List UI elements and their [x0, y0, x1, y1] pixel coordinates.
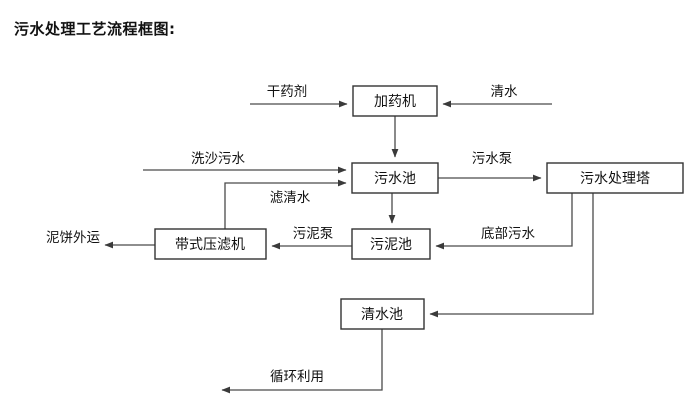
- edge-label-dry-agent: 干药剂: [267, 84, 308, 100]
- edge-label-bottom-sewage: 底部污水: [481, 226, 535, 242]
- node-dosing-machine[interactable]: 加药机: [352, 85, 438, 117]
- edge-clear-pool-to-recycle: [221, 329, 383, 394]
- edge-label-sludge-pump: 污泥泵: [293, 226, 334, 242]
- edge-label-sewage-pump: 污水泵: [472, 151, 513, 167]
- nodes-layer: 加药机 污水池 污水处理塔 带式压滤机 污泥池 清水池: [154, 85, 684, 330]
- edge-label-sand-wash-sewage: 洗沙污水: [191, 151, 245, 167]
- edge-label-recycle: 循环利用: [270, 369, 324, 385]
- node-sewage-pool[interactable]: 污水池: [351, 162, 439, 194]
- edge-beltpress-to-sewage-pool-filtrate: [224, 179, 347, 229]
- node-sewage-treatment-tower[interactable]: 污水处理塔: [546, 162, 684, 194]
- edge-labels-layer: 干药剂 清水 洗沙污水 滤清水 污水泵 污泥泵 底部污水 泥饼外运 循环利用: [46, 84, 535, 385]
- node-label-clear-water-pool: 清水池: [361, 307, 403, 323]
- edge-label-filtrate: 滤清水: [270, 190, 311, 206]
- node-label-sewage-pool: 污水池: [374, 171, 416, 187]
- page-title: 污水处理工艺流程框图:: [14, 20, 176, 38]
- node-label-belt-filter-press: 带式压滤机: [175, 237, 245, 253]
- terminal-label-mud-cake-out: 泥饼外运: [46, 230, 100, 246]
- edges-layer: [104, 100, 594, 394]
- node-label-sludge-pool: 污泥池: [370, 237, 412, 253]
- node-sludge-pool[interactable]: 污泥池: [351, 228, 431, 260]
- node-label-dosing-machine: 加药机: [374, 94, 416, 110]
- node-belt-filter-press[interactable]: 带式压滤机: [154, 228, 267, 260]
- edge-label-clean-water: 清水: [491, 84, 519, 100]
- node-label-sewage-treatment-tower: 污水处理塔: [580, 171, 650, 187]
- edge-tower-to-sludge-pool-bottom: [435, 193, 573, 250]
- node-clear-water-pool[interactable]: 清水池: [340, 298, 425, 330]
- edge-tower-to-clear-pool: [429, 193, 594, 318]
